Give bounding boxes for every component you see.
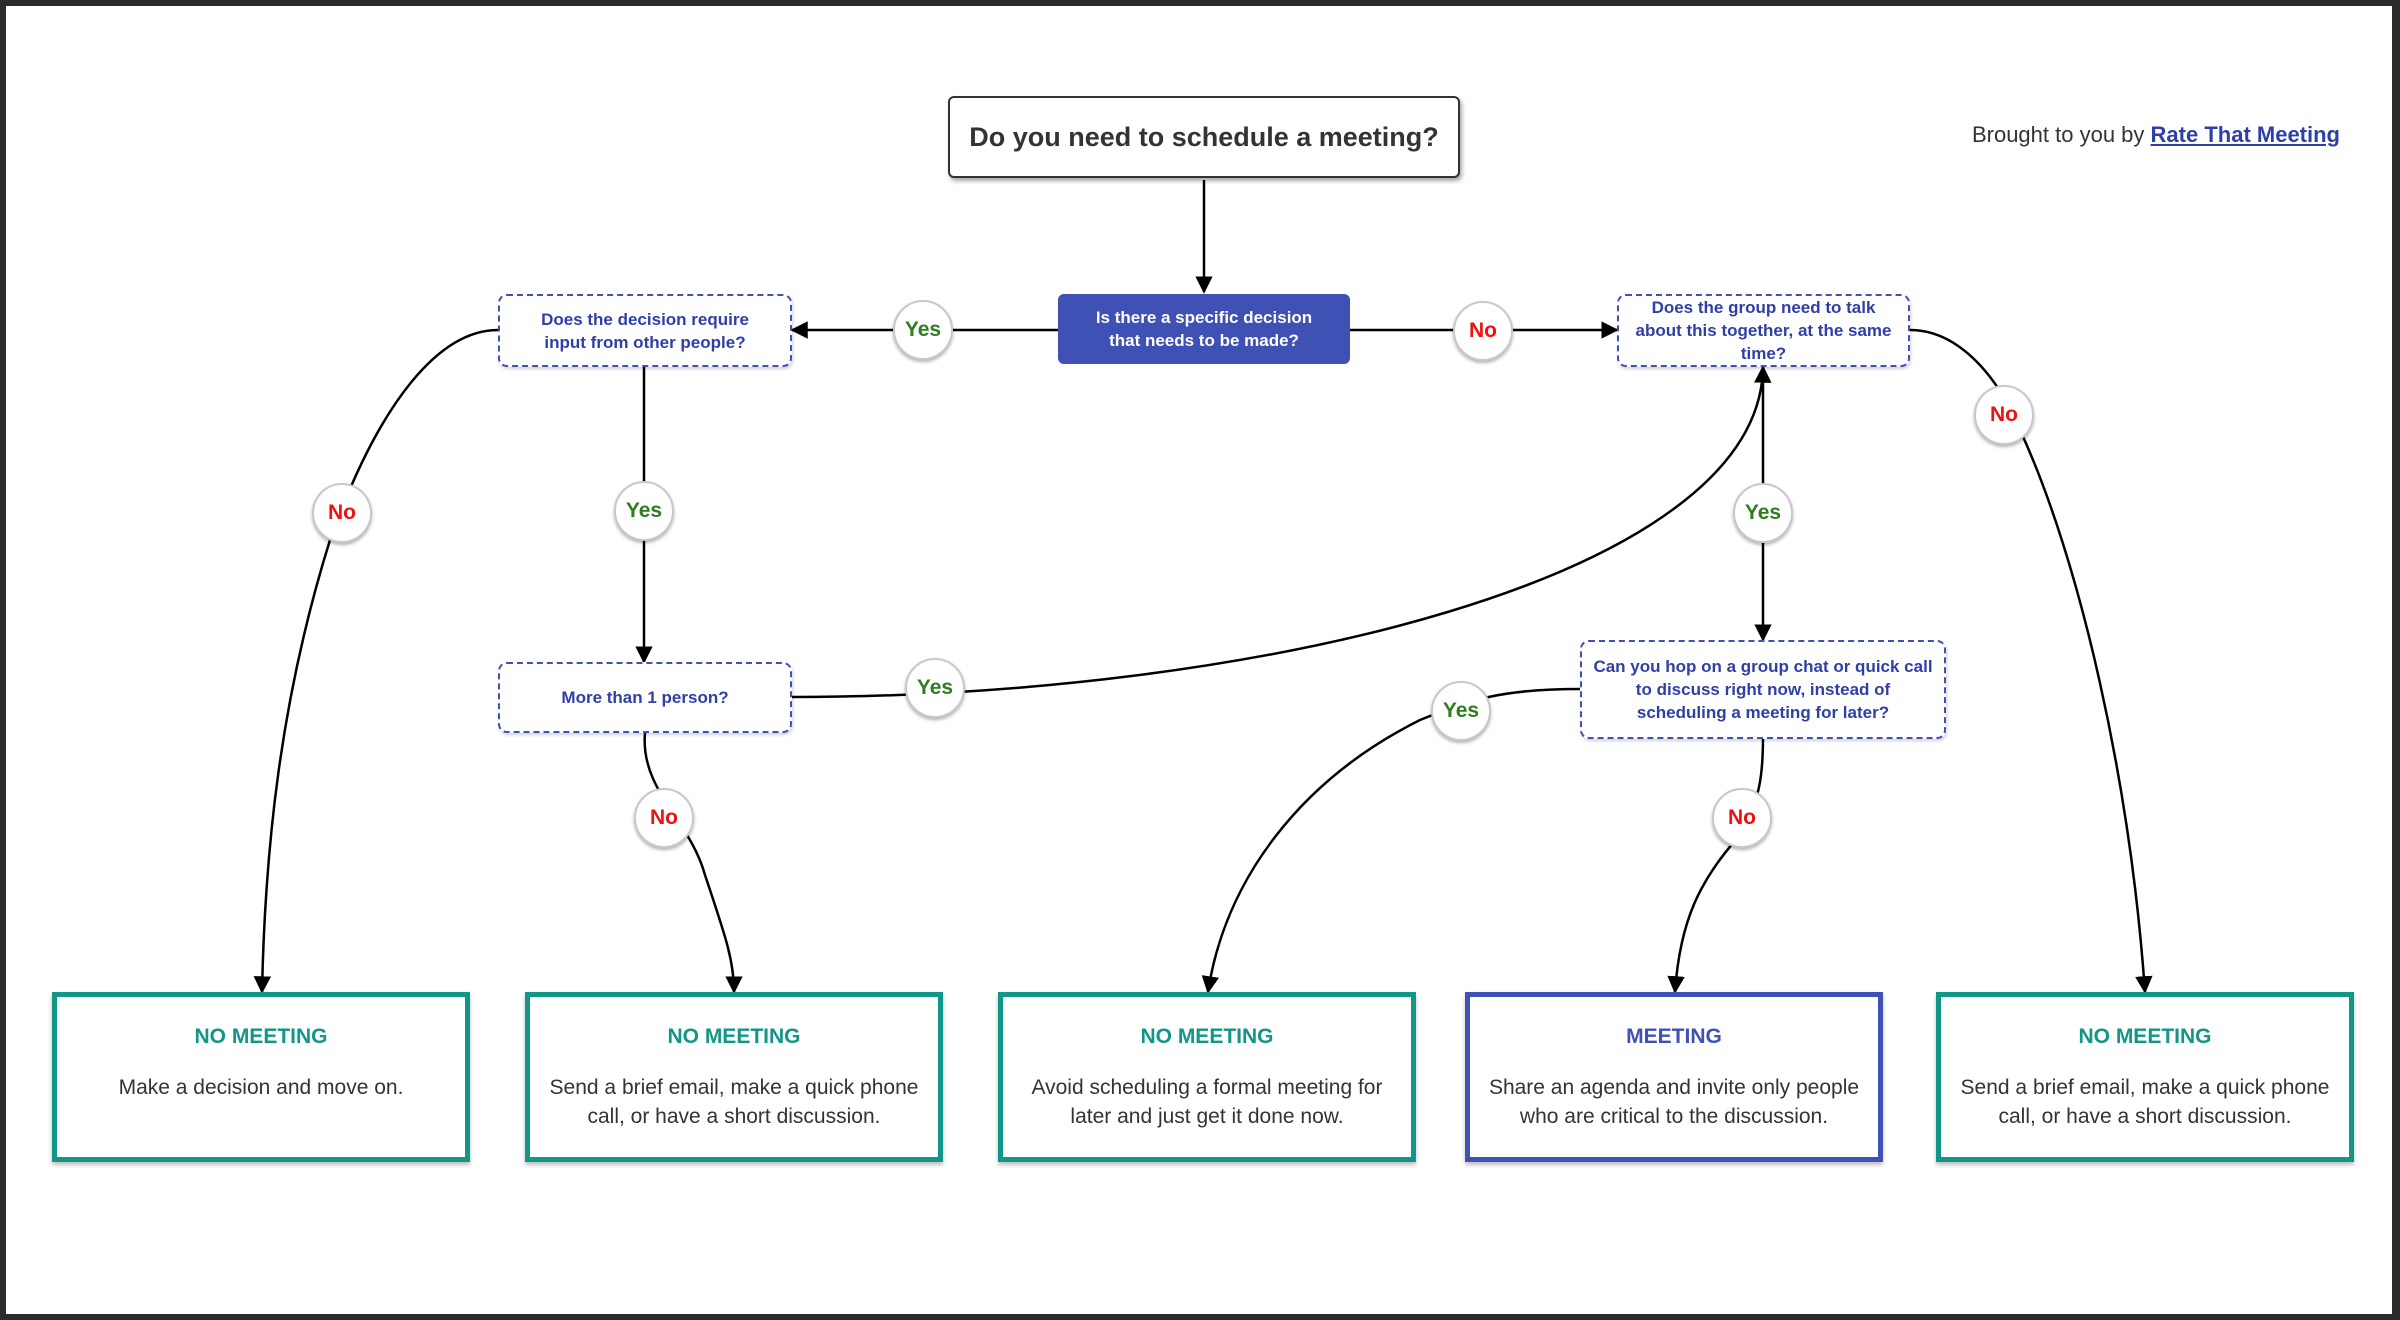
edge-hop-to-outcome4 [1667, 736, 1765, 994]
badge-yes-input: Yes [614, 481, 674, 541]
question-more-than-one-text: More than 1 person? [561, 688, 729, 707]
badge-no-start: No [1453, 301, 1513, 361]
edge-person-to-group [791, 365, 1772, 699]
badge-no-hop: No [1712, 788, 1772, 848]
badge-no-group: No [1974, 385, 2034, 445]
badge-yes-group: Yes [1733, 483, 1793, 543]
outcome-make-decision: NO MEETING Make a decision and move on. [52, 992, 470, 1162]
badge-yes-person: Yes [905, 658, 965, 718]
badge-no-person: No [634, 788, 694, 848]
outcome-get-it-done: NO MEETING Avoid scheduling a formal mee… [998, 992, 1416, 1162]
question-hop-on-call-text: Can you hop on a group chat or quick cal… [1593, 657, 1933, 722]
outcome-title: MEETING [1626, 1025, 1722, 1048]
question-group-together: Does the group need to talk about this t… [1617, 294, 1910, 367]
outcome-title: NO MEETING [194, 1025, 328, 1048]
outcome-meeting: MEETING Share an agenda and invite only … [1465, 992, 1883, 1162]
outcome-title: NO MEETING [2078, 1025, 2212, 1048]
edge-person-to-outcome2 [643, 732, 743, 994]
credit-prefix: Brought to you by [1971, 122, 2145, 147]
outcome-text: Make a decision and move on. [118, 1076, 404, 1099]
outcome-text: Send a brief email, make a quick phone c… [1960, 1076, 2330, 1128]
edge-input-to-outcome1 [253, 328, 499, 994]
question-input-needed: Does the decision require input from oth… [498, 294, 792, 367]
badge-no-input: No [312, 483, 372, 543]
outcome-text: Send a brief email, make a quick phone c… [549, 1076, 919, 1128]
badge-yes-hop: Yes [1431, 681, 1491, 741]
outcome-text: Share an agenda and invite only people w… [1488, 1076, 1860, 1128]
question-group-together-text: Does the group need to talk about this t… [1635, 298, 1892, 363]
edge-hop-to-outcome3 [1201, 687, 1581, 994]
outcome-title: NO MEETING [1140, 1025, 1274, 1048]
question-more-than-one: More than 1 person? [498, 662, 792, 733]
page-title: Do you need to schedule a meeting? [948, 96, 1460, 178]
outcome-brief-email-right: NO MEETING Send a brief email, make a qu… [1936, 992, 2354, 1162]
rate-that-meeting-link[interactable]: Rate That Meeting [2150, 122, 2340, 147]
edge-group-to-outcome5 [1909, 328, 2153, 994]
credit: Brought to you by Rate That Meeting [1920, 122, 2340, 148]
outcome-brief-email-left: NO MEETING Send a brief email, make a qu… [525, 992, 943, 1162]
question-input-needed-text: Does the decision require input from oth… [541, 309, 749, 352]
outcome-text: Avoid scheduling a formal meeting for la… [1031, 1076, 1383, 1128]
question-hop-on-call: Can you hop on a group chat or quick cal… [1580, 640, 1946, 739]
start-question-text: Is there a specific decision that needs … [1095, 308, 1313, 350]
badge-yes-start: Yes [893, 300, 953, 360]
start-question: Is there a specific decision that needs … [1058, 294, 1350, 364]
outcome-title: NO MEETING [667, 1025, 801, 1048]
